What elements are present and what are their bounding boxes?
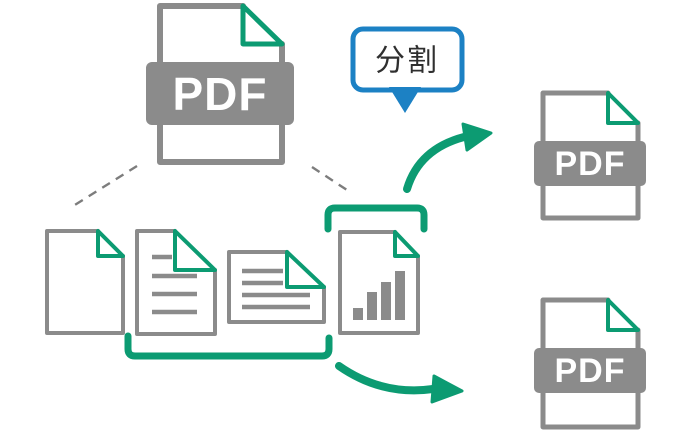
- source-pdf-band: [146, 62, 294, 125]
- output-pdf-2-band: [534, 348, 646, 393]
- arrow-head-icon: [430, 374, 464, 404]
- group-bracket-top: [324, 204, 428, 233]
- split-arrow-top: [403, 122, 493, 193]
- expand-dash-right: [311, 165, 348, 192]
- text-lines-glyph: [152, 254, 197, 315]
- page-blank: [45, 229, 125, 335]
- output-pdf-2-label: PDF: [555, 352, 626, 390]
- expand-dash-left: [69, 164, 138, 210]
- page-chart: [338, 230, 420, 335]
- split-arrow-bottom: [335, 362, 464, 404]
- bar-chart-glyph: [353, 271, 405, 320]
- source-pdf-icon: PDF: [146, 3, 294, 165]
- output-pdf-icon-1: PDF: [534, 90, 646, 221]
- source-pdf-label: PDF: [173, 68, 268, 120]
- speech-bubble-label: 分割: [375, 45, 439, 78]
- source-pdf-folded-corner-icon: [240, 3, 285, 47]
- output-pdf-1-band: [534, 141, 646, 186]
- text-lines-glyph: [242, 268, 310, 310]
- output-pdf-2-folded-corner-icon: [606, 298, 640, 332]
- speech-bubble: 分割: [350, 26, 465, 113]
- page-text-1-folded-corner-icon: [173, 229, 217, 272]
- group-bracket-bottom: [124, 332, 333, 360]
- page-blank-folded-corner-icon: [96, 229, 125, 258]
- speech-bubble-tail: [389, 87, 421, 113]
- page-text-2-folded-corner-icon: [285, 250, 326, 289]
- output-pdf-1-label: PDF: [555, 145, 626, 183]
- output-pdf-icon-2: PDF: [534, 297, 646, 430]
- arrow-head-icon: [461, 122, 493, 152]
- page-text-1: [135, 229, 217, 336]
- page-chart-folded-corner-icon: [393, 230, 420, 258]
- page-text-2: [227, 250, 326, 324]
- output-pdf-1-folded-corner-icon: [606, 91, 640, 125]
